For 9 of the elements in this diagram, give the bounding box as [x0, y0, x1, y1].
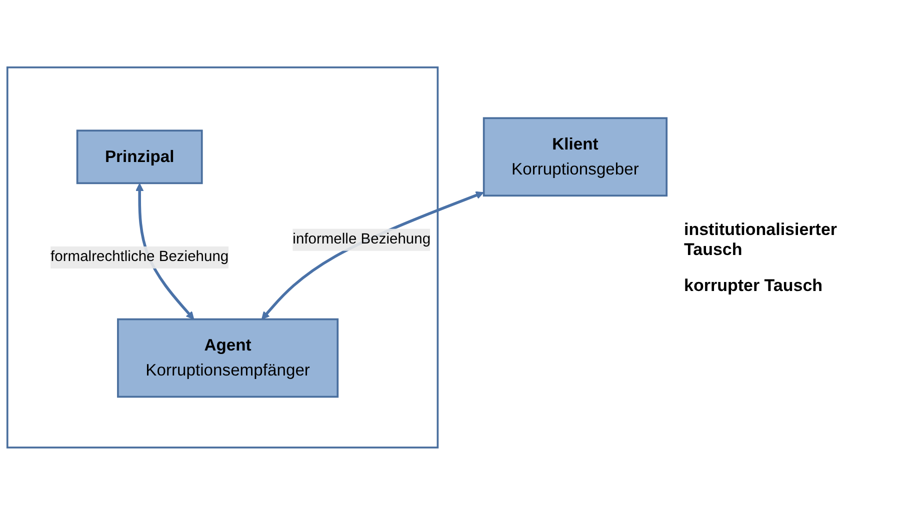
edge-label: informelle Beziehung [292, 232, 431, 248]
note-text: korrupter Tausch [684, 276, 824, 296]
arrow [261, 191, 484, 320]
node-box: Agent Korruptionsempfänger [117, 318, 339, 398]
note-text: institutionalisierter Tausch [684, 220, 838, 260]
edge-label: formalrechtliche Beziehung [50, 249, 229, 265]
node-box: Prinzipal [76, 130, 203, 184]
node-box: Klient Korruptionsgeber [482, 117, 668, 197]
cluster [6, 66, 439, 448]
